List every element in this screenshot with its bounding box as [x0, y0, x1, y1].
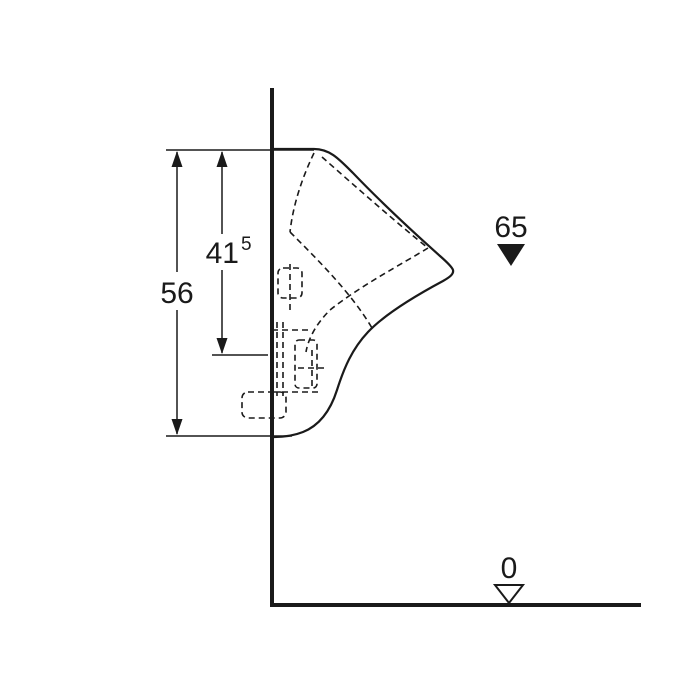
dimension-41-5-arrow-bottom: [216, 338, 228, 354]
inlet-fitting: [277, 267, 303, 299]
dimension-41-5-label: 41: [206, 237, 239, 270]
dimension-41-5: 41 5: [202, 151, 256, 354]
inner-rim-contour: [321, 156, 429, 249]
level-0-label: 0: [501, 552, 518, 585]
dimension-41-5-superscript: 5: [241, 234, 252, 255]
extension-lines: [166, 149, 314, 437]
dimension-41-5-arrow-top: [216, 151, 228, 167]
dimension-56: 56: [158, 151, 196, 435]
urinal-outline: [273, 147, 455, 439]
dimension-56-arrow-top: [171, 151, 183, 167]
level-65-triangle-icon: [497, 244, 525, 266]
dimension-56-arrow-bottom: [171, 419, 183, 435]
trap-body: [294, 339, 318, 389]
dimension-41-5-label-mask: [202, 234, 256, 270]
level-marker-65: 65: [494, 211, 528, 266]
dimension-56-label: 56: [160, 277, 193, 310]
level-marker-0: 0: [492, 552, 526, 605]
inner-back-contour: [289, 152, 315, 233]
inner-diagonal-contour: [289, 231, 373, 329]
level-0-triangle-icon: [492, 584, 526, 605]
level-65-label: 65: [494, 211, 527, 244]
inner-bowl-contour: [305, 247, 429, 353]
dimension-56-label-mask: [158, 272, 196, 310]
outlet-box: [241, 391, 287, 419]
urinal-hidden-contours: [241, 152, 429, 419]
